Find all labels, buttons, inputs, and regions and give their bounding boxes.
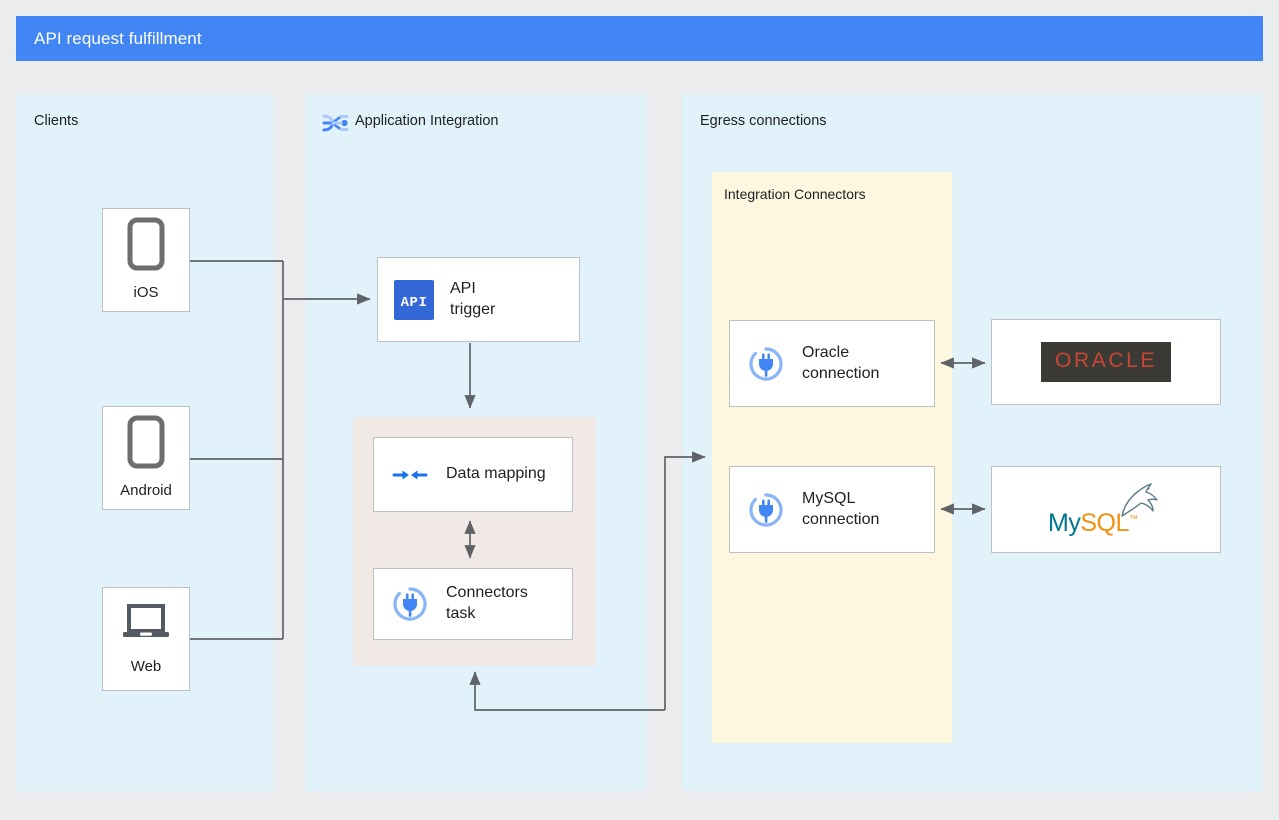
svg-text:API: API	[401, 295, 428, 311]
mysql-logo-icon: MySQL™	[1046, 480, 1166, 540]
connection-node-mysql[interactable]: MySQL connection	[729, 466, 935, 553]
task-label-data-mapping: Data mapping	[446, 465, 546, 483]
api-trigger-icon: API	[394, 279, 434, 320]
connector-plug-icon	[746, 490, 786, 530]
task-node-connectors-task[interactable]: Connectors task	[373, 568, 573, 640]
mysql-dolphin-icon	[1110, 480, 1162, 525]
connection-label-mysql: MySQL connection	[802, 489, 880, 528]
group-integration-connectors-title: Integration Connectors	[724, 186, 866, 202]
diagram-title-bar: API request fulfillment	[16, 16, 1263, 61]
client-node-android[interactable]: Android	[102, 406, 190, 510]
mysql-logo-text: MySQL™	[1048, 508, 1138, 538]
connection-label-oracle: Oracle connection	[802, 343, 880, 382]
connector-plug-icon	[390, 584, 430, 624]
client-label-android: Android	[120, 482, 172, 500]
mysql-logo-trademark: ™	[1128, 513, 1138, 524]
application-integration-icon	[321, 108, 351, 138]
task-label-connectors-task: Connectors task	[446, 584, 528, 622]
panel-clients-title: Clients	[34, 113, 79, 129]
data-mapping-icon	[390, 455, 430, 495]
laptop-icon	[120, 601, 172, 650]
client-node-web[interactable]: Web	[102, 587, 190, 691]
task-label-api-trigger: API trigger	[450, 279, 496, 318]
mysql-logo-text-sql: SQL	[1080, 508, 1129, 537]
panel-egress-title: Egress connections	[700, 113, 827, 129]
page-title: API request fulfillment	[34, 28, 202, 48]
connector-plug-icon	[746, 344, 786, 384]
mobile-phone-icon	[124, 217, 168, 276]
client-node-ios[interactable]: iOS	[102, 208, 190, 312]
connection-node-oracle[interactable]: Oracle connection	[729, 320, 935, 407]
backend-logo-oracle: ORACLE	[991, 319, 1221, 405]
panel-application-integration-title: Application Integration	[355, 113, 499, 129]
mysql-logo-text-my: My	[1048, 508, 1081, 537]
mobile-phone-icon	[124, 415, 168, 474]
backend-logo-mysql: MySQL™	[991, 466, 1221, 553]
task-node-api-trigger[interactable]: API API trigger	[377, 257, 580, 342]
task-node-data-mapping[interactable]: Data mapping	[373, 437, 573, 512]
group-integration-connectors: Integration Connectors	[712, 172, 952, 743]
oracle-logo-icon: ORACLE	[1041, 342, 1171, 382]
oracle-logo-text: ORACLE	[1055, 349, 1157, 372]
client-label-web: Web	[130, 658, 162, 676]
client-label-ios: iOS	[133, 284, 159, 302]
